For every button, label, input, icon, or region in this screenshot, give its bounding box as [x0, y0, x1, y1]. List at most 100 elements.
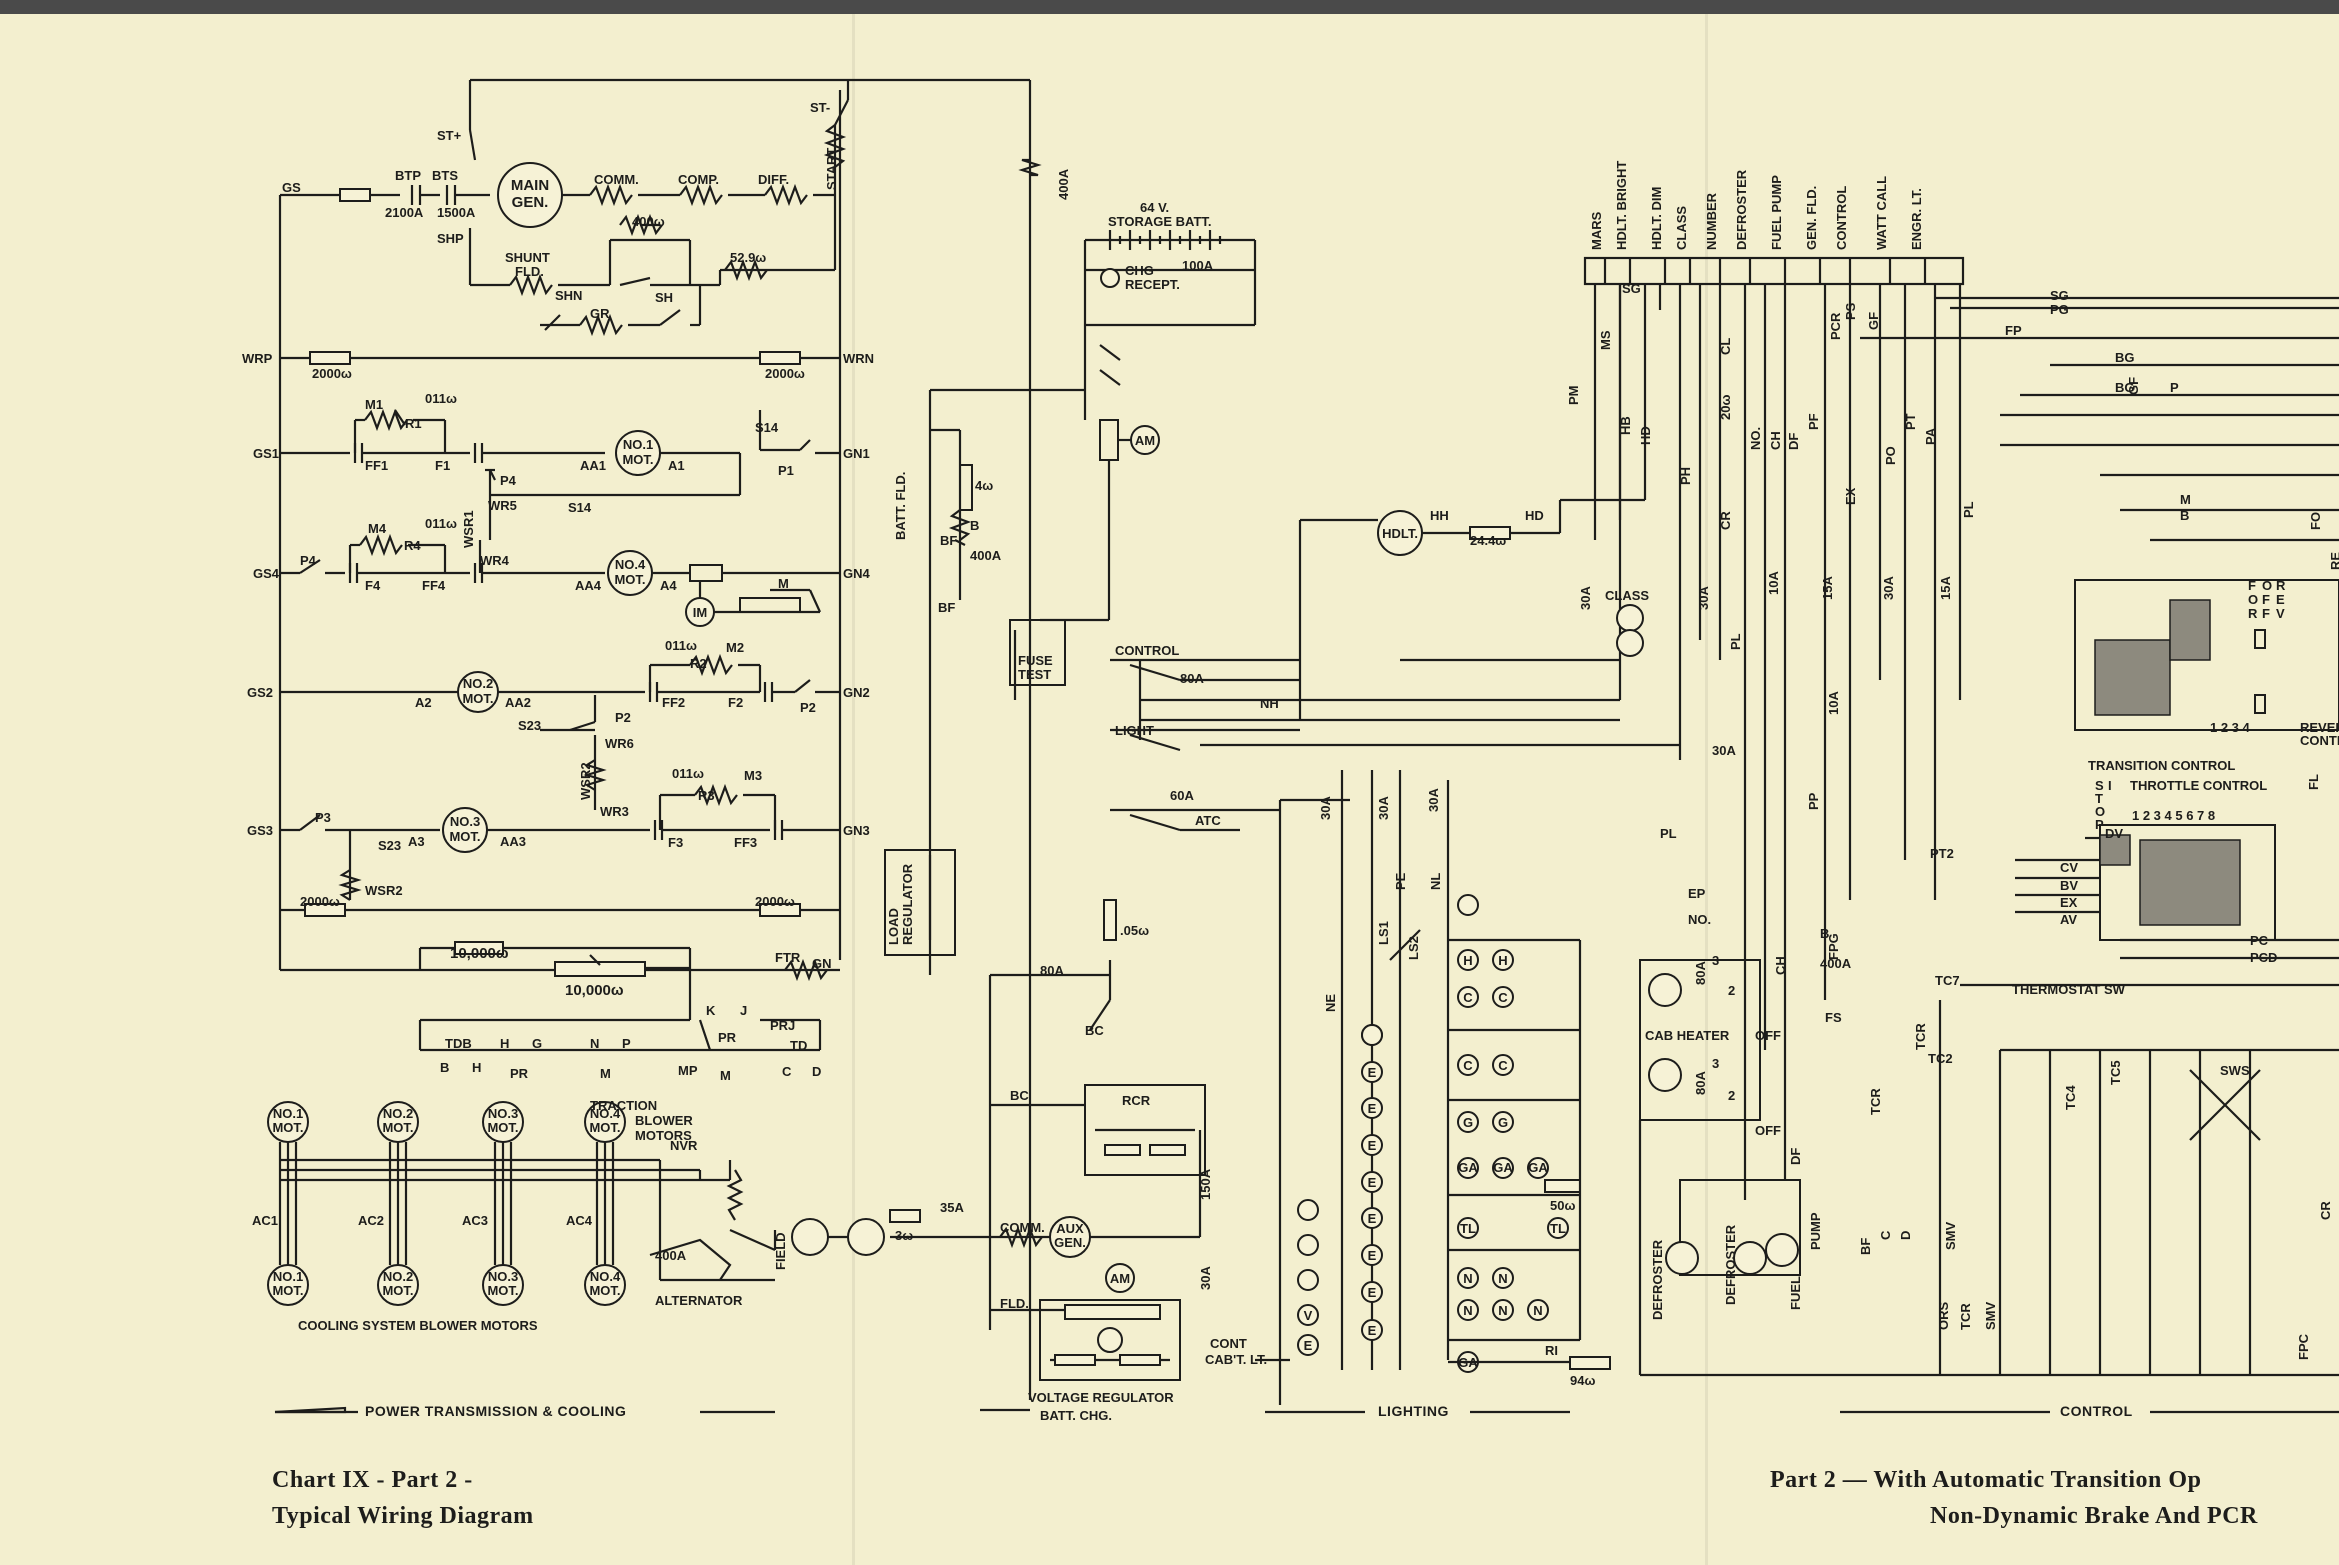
svg-text:TCR: TCR: [1868, 1088, 1883, 1115]
svg-text:FS: FS: [1825, 1010, 1842, 1025]
svg-text:OFF: OFF: [1755, 1028, 1781, 1043]
svg-text:AA1: AA1: [580, 458, 606, 473]
svg-text:HD: HD: [1525, 508, 1544, 523]
svg-text:ATC: ATC: [1195, 813, 1221, 828]
svg-text:NO.4: NO.4: [590, 1269, 621, 1284]
svg-text:G: G: [532, 1036, 542, 1051]
svg-text:M4: M4: [368, 521, 387, 536]
svg-text:NO.4: NO.4: [615, 557, 646, 572]
section-label-control: CONTROL: [2060, 1403, 2133, 1419]
svg-text:NO.1: NO.1: [273, 1269, 303, 1284]
svg-text:15A: 15A: [1938, 576, 1953, 600]
svg-text:AM: AM: [1135, 433, 1155, 448]
svg-text:SHN: SHN: [555, 288, 582, 303]
svg-text:PA: PA: [1923, 427, 1938, 445]
svg-text:011ω: 011ω: [425, 391, 457, 406]
svg-text:BF: BF: [1858, 1238, 1873, 1255]
control-wires: SG SG PG FP BG P BG M B PM MS HB HD PH C…: [1138, 281, 2339, 1377]
svg-text:N: N: [1463, 1303, 1472, 1318]
svg-text:15A: 15A: [1820, 576, 1835, 600]
svg-text:1 2 3 4 5 6 7 8: 1 2 3 4 5 6 7 8: [2132, 808, 2215, 823]
svg-text:SG: SG: [1622, 281, 1641, 296]
svg-text:RCR: RCR: [1122, 1093, 1151, 1108]
svg-text:.05ω: .05ω: [1120, 923, 1149, 938]
svg-text:50ω: 50ω: [1550, 1198, 1575, 1213]
svg-text:E: E: [1368, 1175, 1377, 1190]
svg-text:NE: NE: [1323, 994, 1338, 1012]
svg-text:64 V.: 64 V.: [1140, 200, 1169, 215]
svg-text:LS2: LS2: [1406, 936, 1421, 960]
svg-text:R3: R3: [698, 788, 715, 803]
svg-text:GEN.: GEN.: [1054, 1235, 1086, 1250]
svg-text:F3: F3: [668, 835, 683, 850]
svg-text:F: F: [2262, 606, 2270, 621]
svg-text:COMP.: COMP.: [678, 172, 719, 187]
svg-text:S23: S23: [518, 718, 541, 733]
svg-text:GEN.: GEN.: [512, 194, 549, 211]
svg-text:D: D: [812, 1064, 821, 1079]
svg-text:M3: M3: [744, 768, 762, 783]
svg-text:FPC: FPC: [2296, 1333, 2311, 1360]
svg-text:PM: PM: [1566, 386, 1581, 406]
svg-text:CR: CR: [2318, 1201, 2333, 1220]
svg-text:FF1: FF1: [365, 458, 388, 473]
svg-text:SG: SG: [2050, 288, 2069, 303]
svg-text:FF2: FF2: [662, 695, 685, 710]
svg-text:2: 2: [1728, 1088, 1735, 1103]
svg-text:H: H: [1463, 953, 1472, 968]
svg-text:10,000ω: 10,000ω: [450, 945, 509, 962]
svg-text:R: R: [2276, 578, 2286, 593]
svg-text:BG: BG: [2115, 380, 2135, 395]
svg-text:V: V: [1304, 1308, 1313, 1323]
svg-text:MOT.: MOT.: [272, 1120, 303, 1135]
svg-text:SWS: SWS: [2220, 1063, 2250, 1078]
svg-text:COMM.: COMM.: [1000, 1220, 1045, 1235]
svg-text:30A: 30A: [1426, 788, 1441, 812]
svg-text:400ω: 400ω: [632, 214, 665, 229]
switch-label: FUEL PUMP: [1769, 175, 1784, 250]
svg-text:O: O: [2262, 578, 2272, 593]
svg-text:A3: A3: [408, 834, 425, 849]
svg-text:ALTERNATOR: ALTERNATOR: [655, 1293, 743, 1308]
main-generator-circuit: MAIN GEN. GS BTP BTS 2100A 1500A SHP ST+…: [278, 78, 1030, 970]
svg-text:3: 3: [1712, 1056, 1719, 1071]
svg-text:C: C: [1878, 1230, 1893, 1240]
svg-text:VOLTAGE REGULATOR: VOLTAGE REGULATOR: [1028, 1390, 1174, 1405]
svg-text:DEFROSTER: DEFROSTER: [1723, 1224, 1738, 1305]
svg-text:1 2 3 4: 1 2 3 4: [2210, 720, 2251, 735]
svg-text:NO.2: NO.2: [463, 676, 493, 691]
svg-text:GA: GA: [1458, 1160, 1478, 1175]
svg-text:REGULATOR: REGULATOR: [900, 863, 915, 945]
svg-text:H: H: [472, 1060, 481, 1075]
switch-label: DEFROSTER: [1734, 169, 1749, 250]
svg-text:B: B: [2180, 508, 2189, 523]
switch-label: ENGR. LT.: [1909, 188, 1924, 250]
svg-text:P3: P3: [315, 810, 331, 825]
svg-text:TCR: TCR: [1913, 1023, 1928, 1050]
svg-text:F: F: [2262, 592, 2270, 607]
svg-text:FL: FL: [2306, 774, 2321, 790]
svg-text:NL: NL: [1428, 873, 1443, 890]
svg-text:52.9ω: 52.9ω: [730, 250, 766, 265]
svg-text:P4: P4: [300, 553, 317, 568]
svg-text:AA3: AA3: [500, 834, 526, 849]
svg-text:J: J: [740, 1003, 747, 1018]
svg-text:NO.: NO.: [1748, 427, 1763, 450]
svg-text:NO.2: NO.2: [383, 1106, 413, 1121]
svg-text:TC5: TC5: [2108, 1060, 2123, 1085]
svg-text:BATT. CHG.: BATT. CHG.: [1040, 1408, 1112, 1423]
svg-text:A2: A2: [415, 695, 432, 710]
svg-text:SHP: SHP: [437, 231, 464, 246]
svg-text:MOTORS: MOTORS: [635, 1128, 692, 1143]
svg-text:FUEL: FUEL: [1788, 1276, 1803, 1310]
svg-text:35A: 35A: [940, 1200, 964, 1215]
svg-text:E: E: [1368, 1285, 1377, 1300]
svg-text:AUX: AUX: [1056, 1221, 1084, 1236]
svg-text:G: G: [1498, 1115, 1508, 1130]
svg-text:4ω: 4ω: [975, 478, 993, 493]
svg-text:10,000ω: 10,000ω: [565, 982, 624, 999]
page-fold-line: [1705, 14, 1708, 1565]
svg-text:N: N: [590, 1036, 599, 1051]
svg-text:N: N: [1498, 1303, 1507, 1318]
